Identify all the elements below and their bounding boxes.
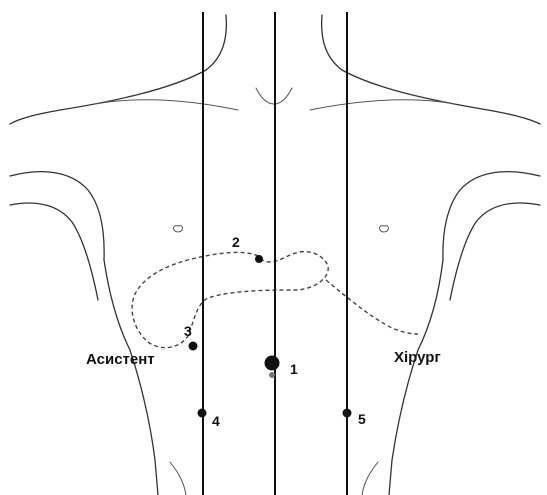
port-1-dot xyxy=(265,356,280,371)
left-inguinal-line xyxy=(170,462,186,495)
vertical-guide-lines xyxy=(203,12,347,495)
port-2-label: 2 xyxy=(232,234,240,250)
neck-right-line xyxy=(322,15,342,70)
right-nipple xyxy=(380,226,389,232)
right-clavicle xyxy=(310,100,455,110)
surgeon-label: Хірург xyxy=(394,349,441,366)
port-5-label: 5 xyxy=(358,411,366,427)
right-arm-inner-line xyxy=(450,203,540,300)
right-shoulder-line xyxy=(342,70,540,124)
neck-left-line xyxy=(206,15,226,70)
assistant-label: Асистент xyxy=(86,351,155,368)
stomach-extension-dashed xyxy=(326,280,418,334)
left-clavicle xyxy=(95,100,238,110)
right-armpit-line xyxy=(443,172,540,260)
right-inguinal-line xyxy=(362,462,378,495)
role-labels: Асистент Хірург xyxy=(86,349,441,368)
left-arm-inner-line xyxy=(10,203,98,300)
port-2-dot xyxy=(255,255,263,263)
port-sites xyxy=(189,255,352,418)
port-3-label: 3 xyxy=(184,323,192,339)
left-torso-side xyxy=(104,260,158,495)
port-4-dot xyxy=(198,409,207,418)
port-4-label: 4 xyxy=(212,413,220,429)
right-torso-side xyxy=(389,260,443,495)
port-5-dot xyxy=(343,409,352,418)
port-3-dot xyxy=(189,342,198,351)
left-armpit-line xyxy=(10,172,104,260)
stomach-dashed-shape xyxy=(132,252,328,348)
left-shoulder-line xyxy=(10,70,206,124)
port-1-label: 1 xyxy=(290,361,298,377)
port-1-umbilicus-mark xyxy=(269,372,275,378)
left-nipple xyxy=(174,226,183,232)
